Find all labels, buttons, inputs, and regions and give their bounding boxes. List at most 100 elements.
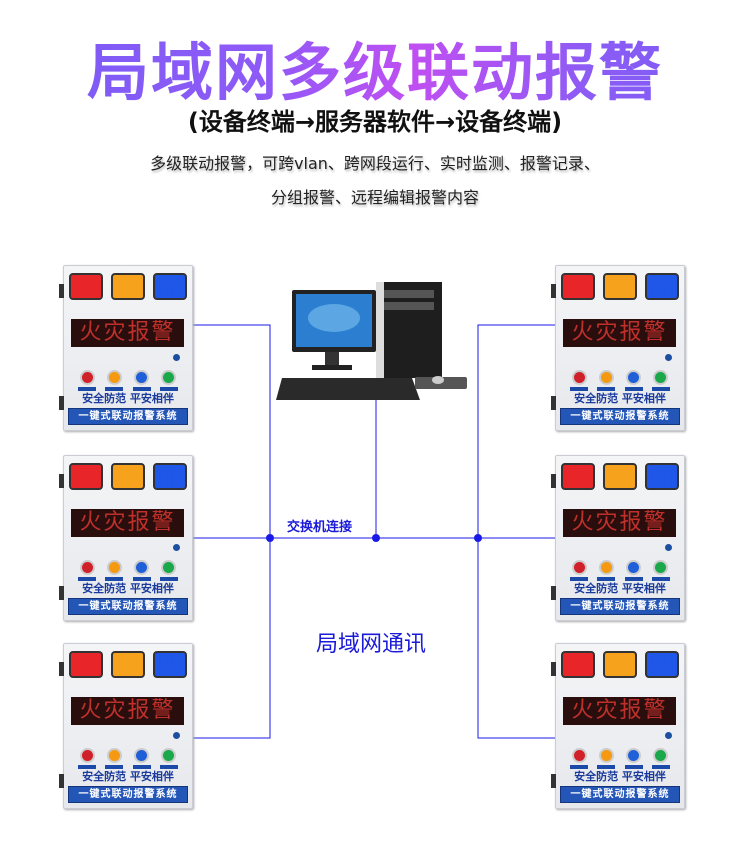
warning-lights [69,651,187,678]
alarm-button[interactable] [650,748,672,769]
device-slogan: 安全防范 平安相伴 [574,392,666,405]
warning-light-icon [153,651,187,678]
description-line-1: 多级联动报警，可跨vlan、跨网段运行、实时监测、报警记录、 [150,154,600,173]
alarm-button[interactable] [76,748,98,769]
alarm-button[interactable] [568,370,590,391]
indicator-dot [665,732,672,739]
led-display: 火灾报警 [563,697,676,725]
system-name-bar: 一键式联动报警系统 [560,408,680,425]
warning-lights [561,651,679,678]
warning-lights [561,463,679,490]
alarm-button[interactable] [595,560,617,581]
warning-lights [561,273,679,300]
system-name-bar: 一键式联动报警系统 [560,786,680,803]
alarm-button[interactable] [158,748,180,769]
network-label: 局域网通讯 [316,632,427,657]
hinge [59,396,64,410]
hinge [59,586,64,600]
alarm-button[interactable] [103,748,125,769]
warning-light-icon [645,651,679,678]
warning-light-icon [561,273,595,300]
alarm-button[interactable] [103,560,125,581]
indicator-dot [665,354,672,361]
hinge [551,662,556,676]
indicator-dot [173,354,180,361]
warning-light-icon [69,651,103,678]
alarm-button[interactable] [568,748,590,769]
hinge [59,284,64,298]
hinge [59,774,64,788]
warning-light-icon [603,651,637,678]
hinge [551,396,556,410]
device-slogan: 安全防范 平安相伴 [574,582,666,595]
alarm-button[interactable] [76,560,98,581]
warning-light-icon [561,463,595,490]
indicator-dot [665,544,672,551]
alarm-button[interactable] [623,560,645,581]
alarm-buttons [76,748,180,769]
warning-light-icon [69,273,103,300]
warning-light-icon [153,463,187,490]
warning-light-icon [645,273,679,300]
device-slogan: 安全防范 平安相伴 [82,582,174,595]
warning-light-icon [603,463,637,490]
alarm-device-left-2: 火灾报警安全防范 平安相伴一键式联动报警系统 [59,455,193,621]
led-display: 火灾报警 [71,509,184,537]
alarm-button[interactable] [103,370,125,391]
computer-icon [276,282,467,400]
alarm-button[interactable] [131,370,153,391]
alarm-device-right-2: 火灾报警安全防范 平安相伴一键式联动报警系统 [551,455,685,621]
system-name-bar: 一键式联动报警系统 [68,408,188,425]
hinge [59,662,64,676]
hinge [551,474,556,488]
alarm-button[interactable] [76,370,98,391]
alarm-button[interactable] [595,748,617,769]
device-slogan: 安全防范 平安相伴 [574,770,666,783]
system-name-bar: 一键式联动报警系统 [560,598,680,615]
system-name-bar: 一键式联动报警系统 [68,786,188,803]
alarm-buttons [568,560,672,581]
right-bus-line [477,324,555,739]
junction-dot [372,534,380,542]
hinge [551,774,556,788]
alarm-button[interactable] [158,560,180,581]
alarm-button[interactable] [568,560,590,581]
alarm-button[interactable] [595,370,617,391]
alarm-button[interactable] [131,560,153,581]
led-display: 火灾报警 [71,697,184,725]
junction-dot [266,534,274,542]
alarm-buttons [76,560,180,581]
subtitle: (设备终端→服务器软件→设备终端) [187,108,563,136]
page-title: 局域网多级联动报警 [0,22,750,112]
warning-light-icon [69,463,103,490]
warning-lights [69,463,187,490]
alarm-buttons [568,748,672,769]
alarm-device-right-1: 火灾报警安全防范 平安相伴一键式联动报警系统 [551,265,685,431]
hinge [551,586,556,600]
junction-dot [474,534,482,542]
alarm-button[interactable] [650,370,672,391]
warning-light-icon [111,651,145,678]
description-line-2: 分组报警、远程编辑报警内容 [270,188,479,207]
indicator-dot [173,544,180,551]
alarm-button[interactable] [623,748,645,769]
alarm-button[interactable] [623,370,645,391]
alarm-device-right-3: 火灾报警安全防范 平安相伴一键式联动报警系统 [551,643,685,809]
warning-light-icon [111,463,145,490]
warning-light-icon [111,273,145,300]
switch-label: 交换机连接 [287,520,353,535]
system-name-bar: 一键式联动报警系统 [68,598,188,615]
warning-light-icon [561,651,595,678]
alarm-button[interactable] [650,560,672,581]
warning-light-icon [603,273,637,300]
alarm-device-left-3: 火灾报警安全防范 平安相伴一键式联动报警系统 [59,643,193,809]
alarm-buttons [568,370,672,391]
led-display: 火灾报警 [71,319,184,347]
led-display: 火灾报警 [563,509,676,537]
warning-light-icon [153,273,187,300]
alarm-button[interactable] [131,748,153,769]
alarm-button[interactable] [158,370,180,391]
hinge [59,474,64,488]
hinge [551,284,556,298]
indicator-dot [173,732,180,739]
